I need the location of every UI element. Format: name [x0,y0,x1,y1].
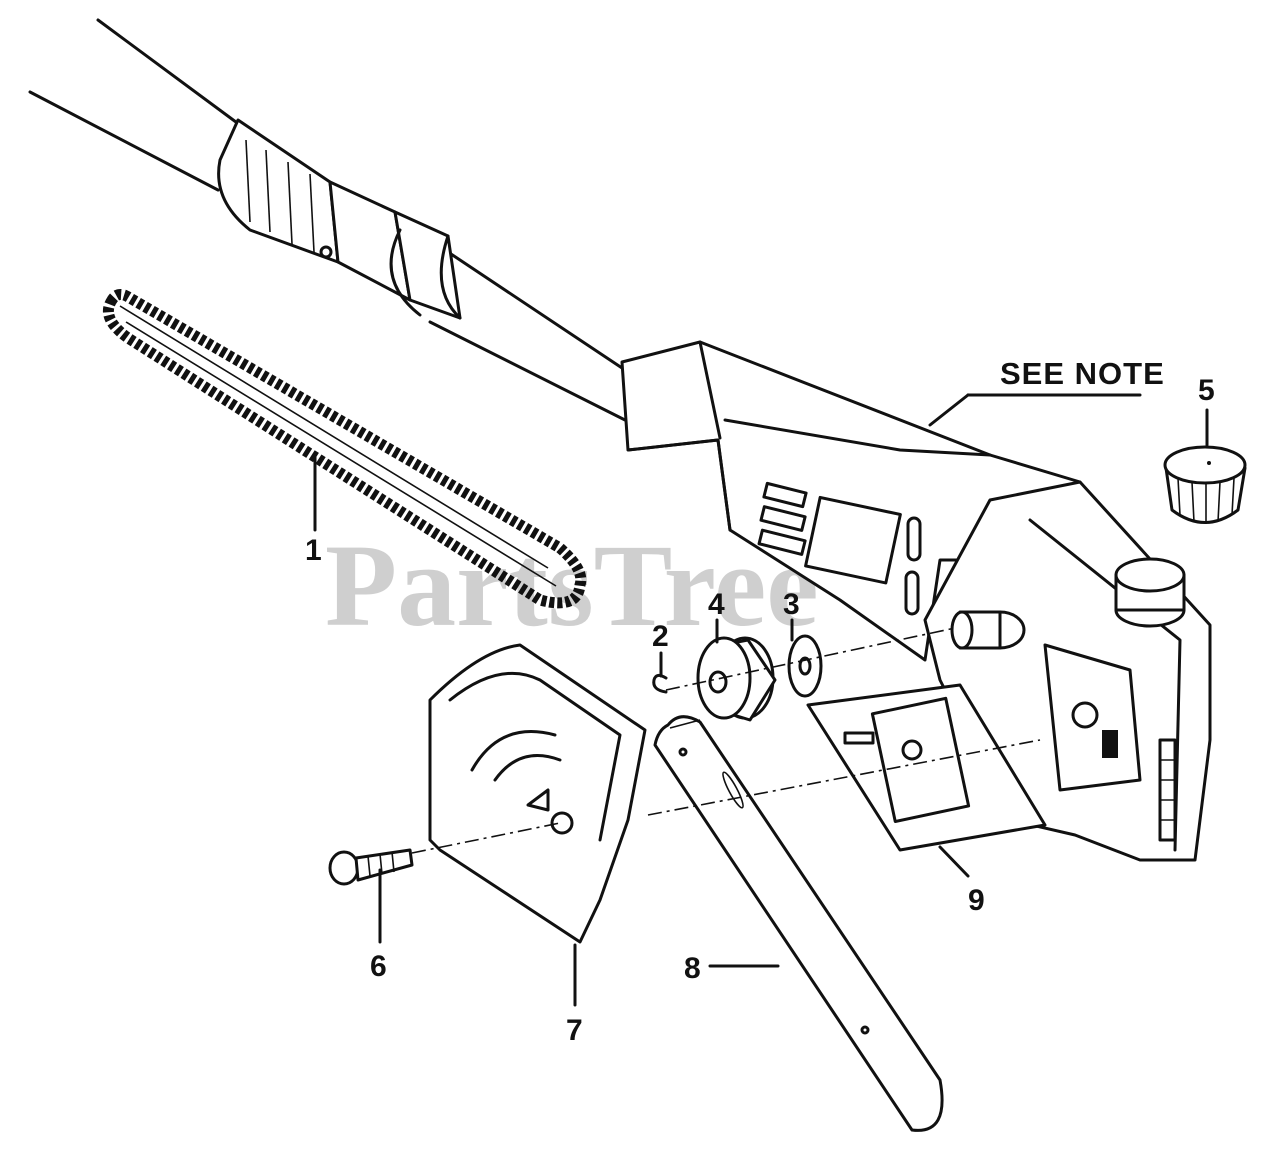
watermark: PartsTree ™ [325,520,934,651]
pole-shaft [28,18,642,422]
callout-1: 1 [305,534,322,567]
callout-3: 3 [783,588,800,621]
assembly-lines [411,627,1041,854]
see-note-label: SEE NOTE [1000,356,1165,391]
callout-2: 2 [652,620,669,653]
callout-4: 4 [708,588,725,621]
saw-chain [103,289,587,609]
leader-lines [313,393,1209,1007]
callout-8: 8 [684,952,701,985]
callout-labels: SEE NOTE 1 2 3 4 5 6 7 8 9 [305,356,1215,1047]
watermark-text: PartsTree [325,520,819,651]
guide-bar [653,715,944,1132]
chain-cover [428,643,647,944]
callout-6: 6 [370,950,387,983]
pole-coupler [217,118,462,320]
callout-7: 7 [566,1014,583,1047]
washer [787,634,823,698]
callout-9: 9 [968,884,985,917]
retaining-ring [652,673,668,694]
callout-5: 5 [1198,374,1215,407]
oil-cap [1163,445,1247,524]
drive-shaft [950,610,1026,650]
drive-sprocket [696,636,777,722]
chain-tensioner [806,683,1047,852]
screw [328,848,414,886]
vent-slots [757,481,922,616]
oil-reservoir-neck [1114,557,1186,628]
